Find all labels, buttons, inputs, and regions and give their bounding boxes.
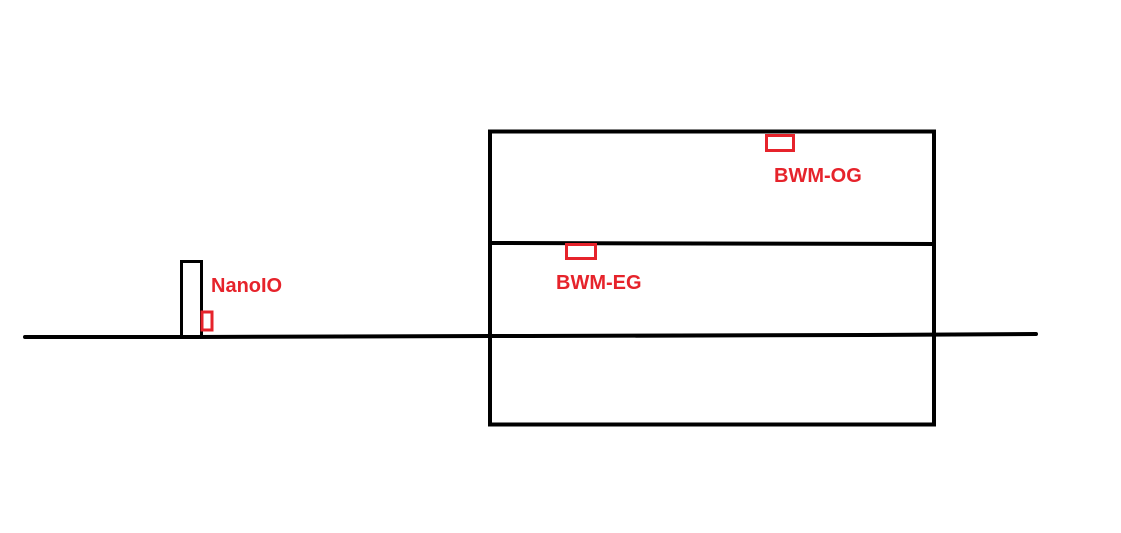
- nanoio-label: NanoIO: [211, 275, 282, 297]
- ground-line: [23, 332, 1038, 339]
- building-outline: [488, 129, 936, 427]
- floor-divider: [489, 241, 935, 246]
- bwm-og-label: BWM-OG: [774, 165, 862, 187]
- bwm-eg-label: BWM-EG: [556, 272, 642, 294]
- bwm-og-sensor: [765, 134, 795, 152]
- bwm-eg-sensor: [565, 243, 597, 260]
- nanoio-sensor: [200, 310, 214, 332]
- post-outline: [180, 260, 203, 338]
